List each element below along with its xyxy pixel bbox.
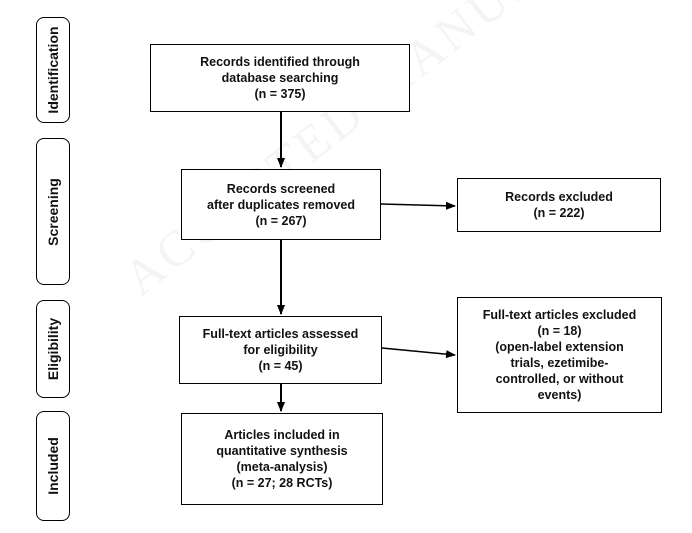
box-articles-included-line-2: quantitative synthesis [216,444,348,458]
box-articles-included: Articles included in quantitative synthe… [181,413,383,505]
box-records-identified-line-1: Records identified through [200,55,360,69]
box-fulltext-assessed-line-2: for eligibility [243,343,318,357]
box-articles-included-line-3: (meta-analysis) [236,460,328,474]
stage-included: Included [36,411,70,521]
box-records-identified-line-2: database searching [221,71,339,85]
box-records-screened-line-1: Records screened [226,181,336,196]
box-fulltext-assessed-count: (n = 45) [258,359,303,373]
box-articles-included-count: (n = 27; 28 RCTs) [231,476,333,490]
box-fulltext-assessed-line-1: Full-text articles assessed [202,327,359,341]
box-records-identified-count: (n = 375) [254,87,306,101]
box-records-excluded: Records excluded (n = 222) [457,178,661,232]
arrow-screened-to-excluded [380,201,456,210]
box-fulltext-excluded-reason-3: controlled, or without [495,372,624,386]
box-fulltext-assessed: Full-text articles assessed for eligibil… [179,316,382,384]
box-fulltext-excluded-reason-2: trials, ezetimibe- [510,356,609,370]
box-records-screened-count: (n = 267) [255,213,307,228]
stage-screening: Screening [36,138,70,285]
arrow-fulltext-to-excluded [381,347,456,359]
box-records-screened-line-2: after duplicates removed [207,197,355,212]
stage-identification: Identification [36,17,70,123]
box-records-excluded-count: (n = 222) [533,206,585,220]
box-fulltext-excluded-reason-4: events) [537,388,582,402]
box-records-screened: Records screened after duplicates remove… [181,169,381,240]
box-fulltext-excluded-count: (n = 18) [537,324,582,338]
box-fulltext-excluded-line-1: Full-text articles excluded [482,308,637,322]
box-fulltext-excluded-reason-1: (open-label extension [495,340,624,354]
box-articles-included-line-1: Articles included in [224,428,340,442]
box-records-identified: Records identified through database sear… [150,44,410,112]
box-fulltext-excluded: Full-text articles excluded (n = 18) (op… [457,297,662,413]
box-records-excluded-line-1: Records excluded [505,190,613,204]
stage-eligibility: Eligibility [36,300,70,398]
